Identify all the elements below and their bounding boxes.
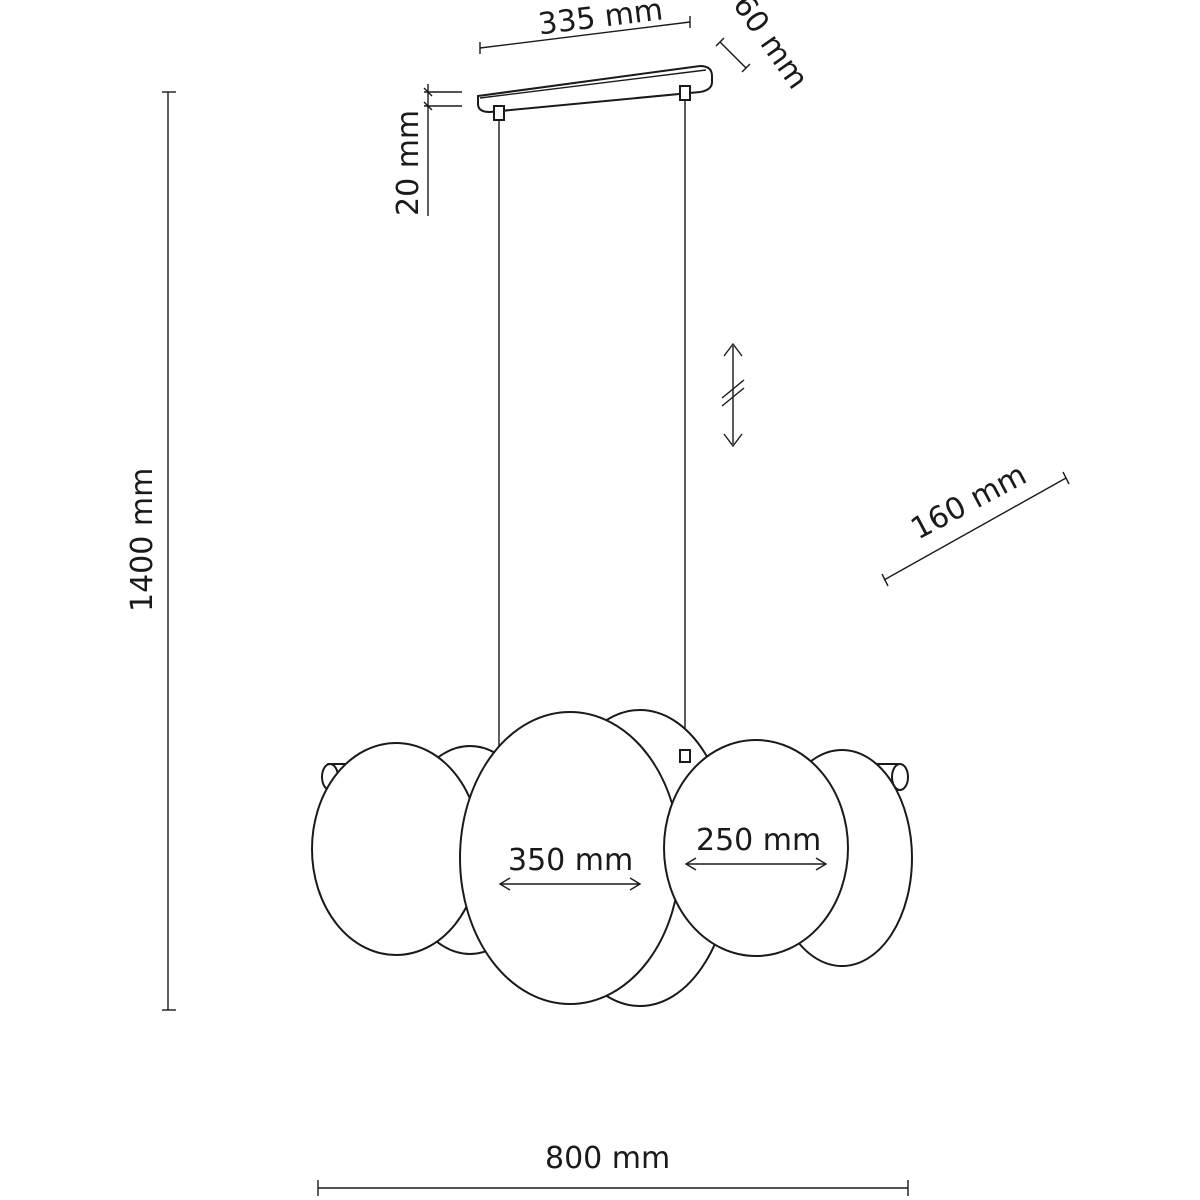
small-shade-diameter-label: 250 mm	[696, 823, 821, 858]
canopy-width-label: 60 mm	[725, 0, 815, 96]
front-shade-left	[311, 742, 481, 956]
front-shade-small	[663, 739, 849, 957]
lamp-body	[311, 709, 913, 1007]
total-width-label: 800 mm	[545, 1141, 670, 1176]
canopy-length-dimension: 335 mm	[479, 0, 691, 54]
side-depth-label: 160 mm	[905, 457, 1032, 547]
small-shade-diameter-dimension: 250 mm	[684, 823, 828, 871]
total-height-label: 1400 mm	[125, 468, 160, 612]
ceiling-canopy	[477, 64, 713, 121]
large-shade-diameter-dimension: 350 mm	[498, 843, 642, 891]
large-shade-diameter-label: 350 mm	[508, 843, 633, 878]
canopy-length-label: 335 mm	[536, 0, 665, 42]
side-depth-dimension: 160 mm	[881, 457, 1070, 587]
suspension-cables	[498, 100, 686, 752]
canopy-height-dimension: 20 mm	[391, 84, 462, 216]
canopy-height-label: 20 mm	[391, 110, 426, 216]
total-width-dimension: 800 mm	[317, 1141, 909, 1196]
adjustable-length-icon	[721, 342, 745, 448]
canopy-width-dimension: 60 mm	[715, 0, 815, 96]
total-height-dimension: 1400 mm	[125, 91, 176, 1011]
